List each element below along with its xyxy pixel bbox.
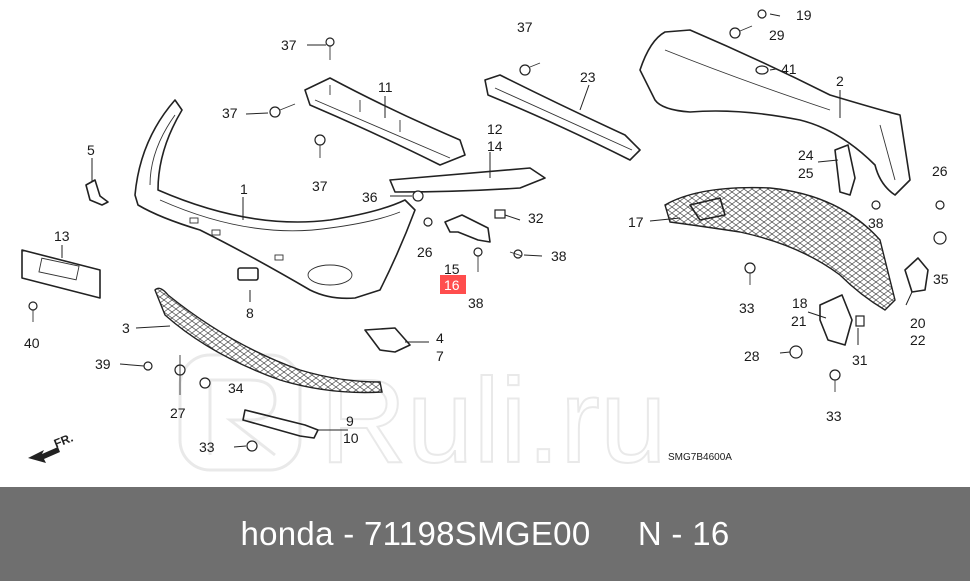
callout-32[interactable]: 32 <box>528 210 544 226</box>
front-direction-arrow: FR. <box>28 431 75 463</box>
rear-side-bracket <box>819 294 853 346</box>
diagram-canvas: Ruli.ru <box>21 7 949 487</box>
callout-24[interactable]: 24 <box>798 147 814 163</box>
callout-4[interactable]: 4 <box>436 330 444 346</box>
license-plate-base <box>21 249 101 299</box>
callout-25[interactable]: 25 <box>798 165 814 181</box>
callout-3[interactable]: 3 <box>122 320 130 336</box>
callout-31[interactable]: 31 <box>852 352 868 368</box>
callout-10[interactable]: 10 <box>343 430 359 446</box>
watermark: Ruli.ru <box>178 353 668 487</box>
callout-22[interactable]: 22 <box>910 332 926 348</box>
callout-38-low[interactable]: 38 <box>468 295 484 311</box>
callout-37-low[interactable]: 37 <box>312 178 328 194</box>
callout-7[interactable]: 7 <box>436 348 444 364</box>
reflector-strip <box>242 409 319 439</box>
callout-37-right[interactable]: 37 <box>517 19 533 35</box>
fog-cover <box>364 327 411 353</box>
callout-13[interactable]: 13 <box>54 228 70 244</box>
callout-18[interactable]: 18 <box>792 295 808 311</box>
callout-28[interactable]: 28 <box>744 348 760 364</box>
callout-33-right[interactable]: 33 <box>826 408 842 424</box>
bracket-24 <box>834 144 856 196</box>
small-clip-8 <box>237 267 259 281</box>
callout-38-right[interactable]: 38 <box>551 248 567 264</box>
callout-41[interactable]: 41 <box>781 61 797 77</box>
callout-37-mid[interactable]: 37 <box>222 105 238 121</box>
callout-5[interactable]: 5 <box>87 142 95 158</box>
callout-26-rear[interactable]: 26 <box>932 163 948 179</box>
callout-40[interactable]: 40 <box>24 335 40 351</box>
reinforcement-bar <box>484 74 641 161</box>
callout-labels: 1 2 3 4 5 7 8 9 10 11 12 13 14 15 16 17 … <box>24 7 949 455</box>
lower-grille <box>154 287 383 394</box>
callout-9[interactable]: 9 <box>346 413 354 429</box>
ref-label: N <box>637 515 662 552</box>
callout-1[interactable]: 1 <box>240 181 248 197</box>
arrow-icon <box>28 447 60 463</box>
callout-8[interactable]: 8 <box>246 305 254 321</box>
direction-label: FR. <box>52 431 75 451</box>
callout-35[interactable]: 35 <box>933 271 949 287</box>
watermark-text: Ruli.ru <box>320 354 667 487</box>
ref-number: 16 <box>692 515 730 552</box>
rear-bumper-face <box>639 29 911 196</box>
brand-name: honda <box>240 515 334 552</box>
parts-diagram: Ruli.ru <box>21 7 949 487</box>
callout-37-top[interactable]: 37 <box>281 37 297 53</box>
callout-19[interactable]: 19 <box>796 7 812 23</box>
callout-38-rear[interactable]: 38 <box>868 215 884 231</box>
drawing-code: SMG7B4600A <box>668 452 732 463</box>
corner-clip <box>85 179 109 206</box>
upper-beam <box>304 77 466 166</box>
callout-34[interactable]: 34 <box>228 380 244 396</box>
fasteners <box>28 9 947 452</box>
footer-bar: honda - 71198SMGE00 N - 16 <box>0 487 970 581</box>
callout-11[interactable]: 11 <box>378 79 393 95</box>
callout-2[interactable]: 2 <box>836 73 844 89</box>
callout-33-left[interactable]: 33 <box>199 439 215 455</box>
footer-title: honda - 71198SMGE00 N - 16 <box>240 515 730 552</box>
lower-rear-diffuser <box>664 186 896 311</box>
watermark-logo-r <box>208 378 277 457</box>
side-bracket <box>444 214 491 243</box>
callout-16-highlighted[interactable]: 16 <box>444 277 460 293</box>
callout-21[interactable]: 21 <box>791 313 807 329</box>
rear-reflector <box>904 257 929 293</box>
callout-33-mid[interactable]: 33 <box>739 300 755 316</box>
callout-23[interactable]: 23 <box>580 69 596 85</box>
callout-14[interactable]: 14 <box>487 138 503 154</box>
callout-36[interactable]: 36 <box>362 189 378 205</box>
highlight-box <box>440 275 466 294</box>
front-bumper-face <box>134 99 416 300</box>
callout-27[interactable]: 27 <box>170 405 186 421</box>
callout-15[interactable]: 15 <box>444 261 460 277</box>
part-number: 71198SMGE00 <box>363 515 591 552</box>
callout-39[interactable]: 39 <box>95 356 111 372</box>
callout-29[interactable]: 29 <box>769 27 785 43</box>
callout-20[interactable]: 20 <box>910 315 926 331</box>
callout-17[interactable]: 17 <box>628 214 644 230</box>
callout-12[interactable]: 12 <box>487 121 503 137</box>
upper-trim <box>389 167 546 193</box>
leader-lines <box>61 13 913 448</box>
callout-26-front[interactable]: 26 <box>417 244 433 260</box>
